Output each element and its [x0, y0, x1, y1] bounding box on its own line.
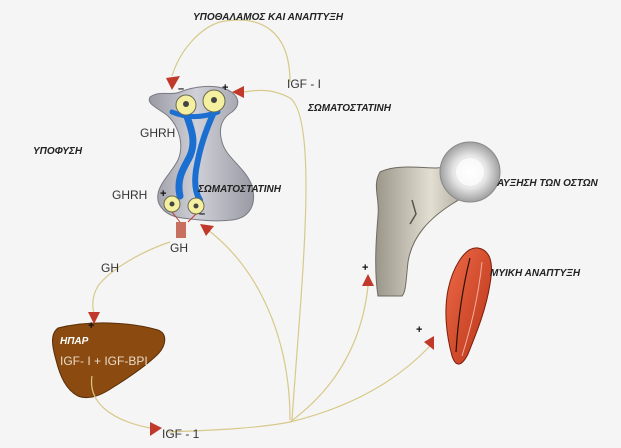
muscle-fiber-line: [455, 257, 471, 353]
release-arrow-right: [187, 213, 197, 223]
arrowheads: [88, 76, 434, 436]
neural-pathway-branch: [192, 109, 217, 203]
label-somatostatin-top: ΣΩΜΑΤΟΣΤΑΤΙΝΗ: [308, 103, 391, 114]
cell-nucleus: [169, 201, 175, 207]
label-igf-feedback: IGF - I: [287, 77, 321, 91]
bone-illustration: [375, 141, 501, 297]
label-liver-product: IGF- I + IGF-BPI: [60, 354, 148, 368]
label-gh-release: GH: [170, 241, 188, 255]
neuron-nucleus: [183, 101, 189, 107]
sign-plus-hypothalamus: +: [222, 82, 229, 94]
cell-nucleus: [193, 203, 199, 209]
arrowhead-hypothalamus-left: [166, 76, 180, 90]
sign-plus-muscle: +: [416, 324, 423, 336]
arrowhead-igf-bottom: [150, 422, 162, 436]
arrowhead-bone: [362, 274, 374, 286]
release-arrow-left: [171, 211, 181, 223]
sign-minus-hypothalamus: –: [178, 83, 185, 95]
pituitary-illustration: [148, 85, 255, 238]
arrow-igf-bottom-line: [165, 421, 291, 433]
arrowhead-liver: [88, 312, 100, 324]
diagram-title: ΥΠΟΘΑΛΑΜΟΣ ΚΑΙ ΑΝΑΠΤΥΞΗ: [193, 12, 344, 23]
pathway-arrows: [90, 19, 431, 433]
label-ghrh-top: GHRH: [140, 126, 176, 140]
bone-head-highlight: [456, 158, 484, 186]
arrow-igf-to-pituitary: [207, 229, 291, 421]
label-gh-circulation: GH: [101, 261, 119, 275]
liver-illustration: [52, 322, 166, 399]
sign-plus-pituitary: +: [160, 188, 167, 200]
label-pituitary: ΥΠΟΦΥΣΗ: [33, 146, 83, 157]
arrow-gh-to-liver: [92, 241, 171, 315]
arrow-igf-to-bone: [289, 285, 369, 423]
arrow-igf-feedback-right: [243, 89, 307, 421]
arrow-liver-to-igf: [90, 375, 151, 429]
sign-plus-liver: +: [88, 320, 95, 332]
label-muscle-growth: ΜΥΙΚΗ ΑΝΑΠΤΥΞΗ: [490, 268, 581, 279]
gh-release-block: [176, 222, 186, 238]
neuron-nucleus: [211, 97, 217, 103]
label-somatostatin-mid: ΣΩΜΑΤΟΣΤΑΤΙΝΗ: [198, 184, 281, 195]
arrowhead-muscle: [424, 336, 434, 350]
label-igf-bottom: IGF - 1: [162, 427, 200, 441]
muscle-illustration: [445, 247, 492, 365]
arrow-igf-to-hypothalamus-left: [171, 19, 291, 83]
muscle-fiber-line: [461, 261, 483, 357]
label-liver: ΗΠΑΡ: [60, 336, 89, 347]
arrowhead-hypothalamus-right: [232, 86, 244, 98]
bone-marking: [409, 199, 417, 225]
sign-plus-bone: +: [362, 262, 369, 274]
sign-minus-pituitary: –: [199, 208, 206, 220]
arrow-igf-to-muscle: [289, 345, 431, 423]
label-ghrh-bottom: GHRH: [112, 188, 148, 202]
neural-pathway: [175, 110, 197, 200]
neural-pathway-top: [169, 109, 221, 119]
arrowhead-pituitary: [200, 224, 214, 236]
label-bone-growth: ΑΥΞΗΣΗ ΤΩΝ ΟΣΤΩΝ: [497, 178, 598, 189]
